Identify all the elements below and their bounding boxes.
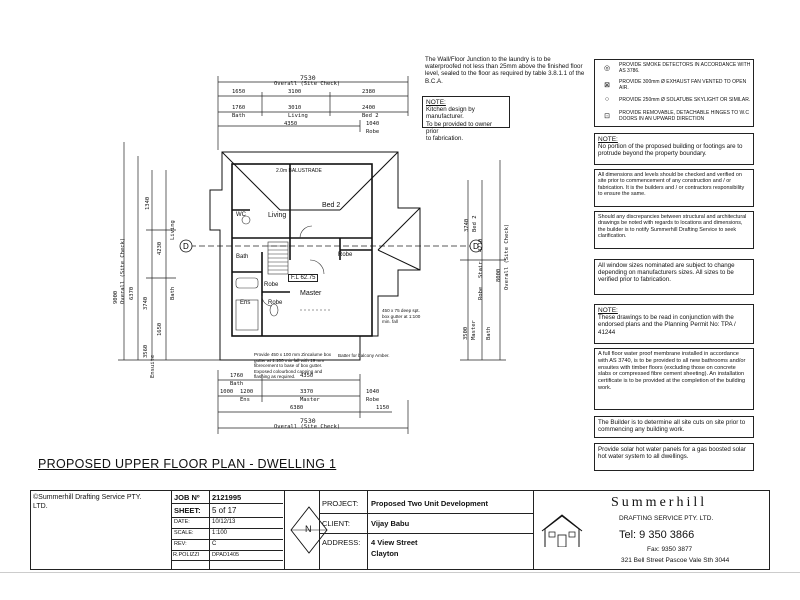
room-living: Living (268, 212, 287, 219)
balustrade-label: 2.0m BALUSTRADE (276, 168, 322, 174)
legend-row-smoke: ◎ PROVIDE SMOKE DETECTORS IN ACCORDANCE … (595, 62, 753, 74)
scale-value: 1:100 (212, 530, 228, 536)
copyright: ©Summerhill Drafting Service PTY. LTD. (33, 494, 142, 510)
note-dimensions: All dimensions and levels should be chec… (594, 169, 754, 207)
floor-level: F.L 62.75 (288, 274, 319, 282)
drawing-number: DPAD1405 (212, 552, 240, 558)
legend-box: ◎ PROVIDE SMOKE DETECTORS IN ACCORDANCE … (594, 59, 754, 127)
north-label: N (305, 524, 312, 534)
note-window-sizes: All window sizes nominated are subject t… (594, 259, 754, 295)
room-robe-2: Robe (264, 282, 279, 288)
note-membrane: A full floor water proof membrane instal… (594, 348, 754, 410)
bottom-overall-dim: 7530 (300, 417, 316, 425)
room-robe-3: Robe (268, 300, 283, 306)
company-fax: Fax: 9350 3877 (647, 546, 693, 553)
legend-row-exhaust: ⊠ PROVIDE 300mm Ø EXHAUST FAN VENTED TO … (595, 79, 753, 91)
exhaust-fan-icon: ⊠ (604, 82, 610, 89)
company-subtitle: DRAFTING SERVICE PTY. LTD. (619, 515, 714, 522)
hinge-icon: ⊡ (604, 113, 610, 120)
company-street: 321 Bell Street Pascoe Vale Sth 3044 (621, 557, 730, 564)
gutter-note: Provide 450 x 100 mm Zincalume box gutte… (254, 352, 332, 380)
kitchen-note-line-3: to fabrication. (426, 135, 464, 143)
note-solar: Provide solar hot water panels for a gas… (594, 443, 754, 471)
room-bed2: Bed 2 (322, 202, 341, 209)
legend-row-skylight: ○ PROVIDE 250mm Ø SOLATUBE SKYLIGHT OR S… (595, 96, 753, 103)
client-name: Vijay Babu (371, 519, 410, 528)
north-arrow-icon (290, 506, 328, 554)
section-marker-right: D (473, 242, 479, 251)
room-master: Master (300, 290, 322, 297)
kitchen-note-line-1: Kitchen design by manufacturer. (426, 106, 475, 121)
floor-plan-drawing: D D (118, 76, 506, 434)
date-value: 10/12/13 (212, 519, 236, 525)
waterproof-note: The Wall/Floor Junction to the laundry i… (422, 54, 590, 98)
note-discrepancies: Should any discrepancies between structu… (594, 211, 754, 249)
kitchen-note-line-2: To be provided to owner prior (426, 120, 493, 135)
project-name: Proposed Two Unit Development (371, 499, 488, 508)
house-logo-icon (541, 514, 583, 547)
kitchen-note: NOTE: Kitchen design by manufacturer. To… (422, 96, 510, 142)
room-bath: Bath (236, 254, 249, 260)
company-name: Summerhill (611, 495, 708, 510)
title-block: ©Summerhill Drafting Service PTY. LTD. J… (30, 490, 770, 570)
legend-row-hinge: ⊡ PROVIDE REMOVABLE, DETACHABLE HINGES T… (595, 110, 753, 122)
balcony-note: Batter for balcony Amber. (338, 353, 390, 358)
box-gutter-note: 450 x 75 deep spt. box gutter at 1:100 m… (382, 308, 421, 325)
top-overall-label: Overall (Site Check) (274, 81, 341, 87)
company-tel: Tel: 9 350 3866 (619, 529, 695, 541)
room-wc: WC (236, 212, 246, 218)
rev-value: C (212, 541, 217, 547)
address-line-2: Clayton (371, 549, 399, 558)
waterproof-note-text: The Wall/Floor Junction to the laundry i… (425, 56, 585, 85)
drawn-by: R.POLIZZI (173, 552, 200, 558)
note-site-cuts: The Builder is to determine all site cut… (594, 416, 754, 438)
page-edge-line (0, 572, 800, 573)
job-number: 2121995 (212, 493, 242, 502)
room-robe-1: Robe (338, 252, 353, 258)
note-planning-permit: NOTE: These drawings to be read in conju… (594, 304, 754, 344)
address-line-1: 4 View Street (371, 538, 418, 547)
smoke-detector-icon: ◎ (603, 65, 611, 72)
skylight-icon: ○ (604, 96, 610, 103)
note-boundary: NOTE: No portion of the proposed buildin… (594, 133, 754, 165)
section-marker-left: D (183, 242, 189, 251)
sheet-number: 5 of 17 (212, 506, 237, 515)
kitchen-note-title: NOTE: (426, 99, 446, 106)
room-ens: Ens (240, 300, 251, 306)
drawing-title: PROPOSED UPPER FLOOR PLAN - DWELLING 1 (38, 457, 337, 471)
top-overall-dim: 7530 (300, 74, 316, 82)
